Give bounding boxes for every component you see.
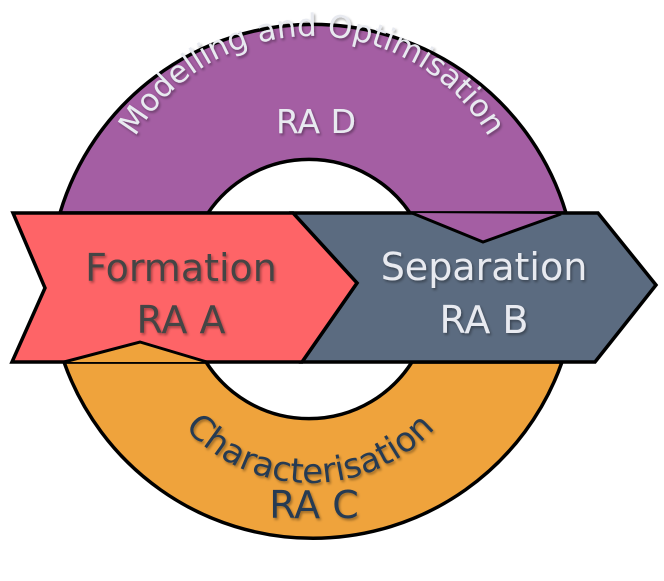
area-b-title: Separation bbox=[381, 245, 588, 289]
area-d-code: RA D bbox=[276, 102, 356, 141]
ring-notch-orange bbox=[64, 342, 207, 362]
ring-notch-purple bbox=[412, 213, 561, 242]
area-c-code: RA C bbox=[269, 483, 358, 527]
ring-segment-characterisation bbox=[61, 360, 565, 540]
area-b-code: RA B bbox=[439, 298, 528, 342]
area-a-title: Formation bbox=[85, 246, 277, 290]
arrow-formation[interactable] bbox=[9, 211, 360, 364]
area-a-code: RA A bbox=[137, 298, 226, 342]
ring-segment-modelling bbox=[57, 22, 569, 215]
